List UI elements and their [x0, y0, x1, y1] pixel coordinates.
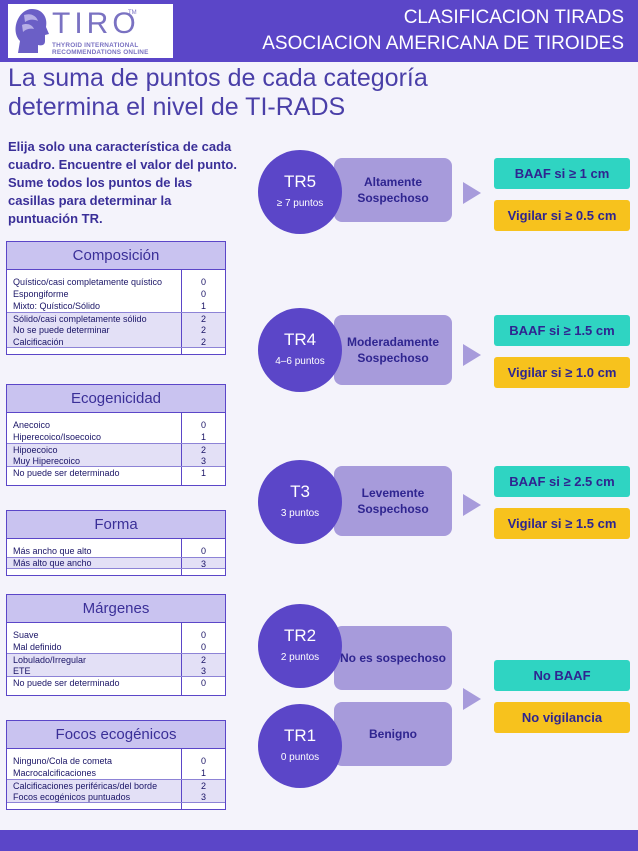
header-title-2: ASOCIACION AMERICANA DE TIROIDES: [262, 33, 624, 54]
arrow-right-icon: [463, 688, 481, 710]
level-tr4-circle: TR4 4–6 puntos: [258, 308, 342, 392]
level-points: 3 puntos: [280, 508, 320, 519]
level-code: T3: [290, 482, 310, 501]
page-title-line-1: La suma de puntos de cada categoría: [8, 64, 428, 92]
tr4-vigilar-badge: Vigilar si ≥ 1.0 cm: [494, 357, 630, 388]
tiro-logo: TIRO TM THYROID INTERNATIONAL RECOMMENDA…: [8, 4, 173, 58]
level-code: TR4: [283, 330, 317, 349]
arrow-right-icon: [463, 494, 481, 516]
level-t3-label: Levemente Sospechoso: [334, 466, 452, 536]
level-code: TR1: [283, 726, 317, 745]
level-tr2-circle: TR2 2 puntos: [258, 604, 342, 688]
footer-bar: [0, 830, 638, 851]
level-points: 0 puntos: [280, 752, 320, 763]
level-points: 2 puntos: [280, 652, 320, 663]
level-code: TR5: [283, 172, 317, 191]
card-title: Márgenes: [7, 595, 225, 623]
page-title: La suma de puntos de cada categoría dete…: [8, 64, 628, 122]
level-tr2-label: No es sospechoso: [334, 626, 452, 690]
level-t3-circle: T3 3 puntos: [258, 460, 342, 544]
instructions-text: Elija solo una característica de cada cu…: [8, 139, 237, 226]
card-title: Ecogenicidad: [7, 385, 225, 413]
card-composicion: Composición Quístico/casi completamente …: [6, 241, 226, 355]
logo-trademark: TM: [128, 10, 137, 16]
level-code: TR2: [283, 626, 317, 645]
header-title-1: CLASIFICACION TIRADS: [403, 7, 624, 28]
logo-wordmark: TIRO: [52, 7, 140, 40]
tr5-baaf-badge: BAAF si ≥ 1 cm: [494, 158, 630, 189]
card-title: Focos ecogénicos: [7, 721, 225, 749]
no-baaf-badge: No BAAF: [494, 660, 630, 691]
logo-subtitle-2: RECOMMENDATIONS ONLINE: [52, 49, 149, 56]
tr5-vigilar-badge: Vigilar si ≥ 0.5 cm: [494, 200, 630, 231]
logo-subtitle-1: THYROID INTERNATIONAL: [52, 42, 139, 49]
head-profile-icon: [15, 9, 49, 53]
level-points: 4–6 puntos: [275, 356, 325, 367]
t3-vigilar-badge: Vigilar si ≥ 1.5 cm: [494, 508, 630, 539]
t3-baaf-badge: BAAF si ≥ 2.5 cm: [494, 466, 630, 497]
card-title: Forma: [7, 511, 225, 539]
no-vigilancia-badge: No vigilancia: [494, 702, 630, 733]
tr4-baaf-badge: BAAF si ≥ 1.5 cm: [494, 315, 630, 346]
level-tr1-circle: TR1 0 puntos: [258, 704, 342, 788]
level-tr1-label: Benigno: [334, 702, 452, 766]
level-tr5-circle: TR5 ≥ 7 puntos: [258, 150, 342, 234]
level-tr5-label: Altamente Sospechoso: [334, 158, 452, 222]
level-points: ≥ 7 puntos: [276, 198, 324, 209]
level-tr4-label: Moderadamente Sospechoso: [334, 315, 452, 385]
arrow-right-icon: [463, 344, 481, 366]
page-title-line-2: determina el nivel de TI-RADS: [8, 93, 346, 121]
header-bar: TIRO TM THYROID INTERNATIONAL RECOMMENDA…: [0, 0, 638, 62]
arrow-right-icon: [463, 182, 481, 204]
card-title: Composición: [7, 242, 225, 270]
